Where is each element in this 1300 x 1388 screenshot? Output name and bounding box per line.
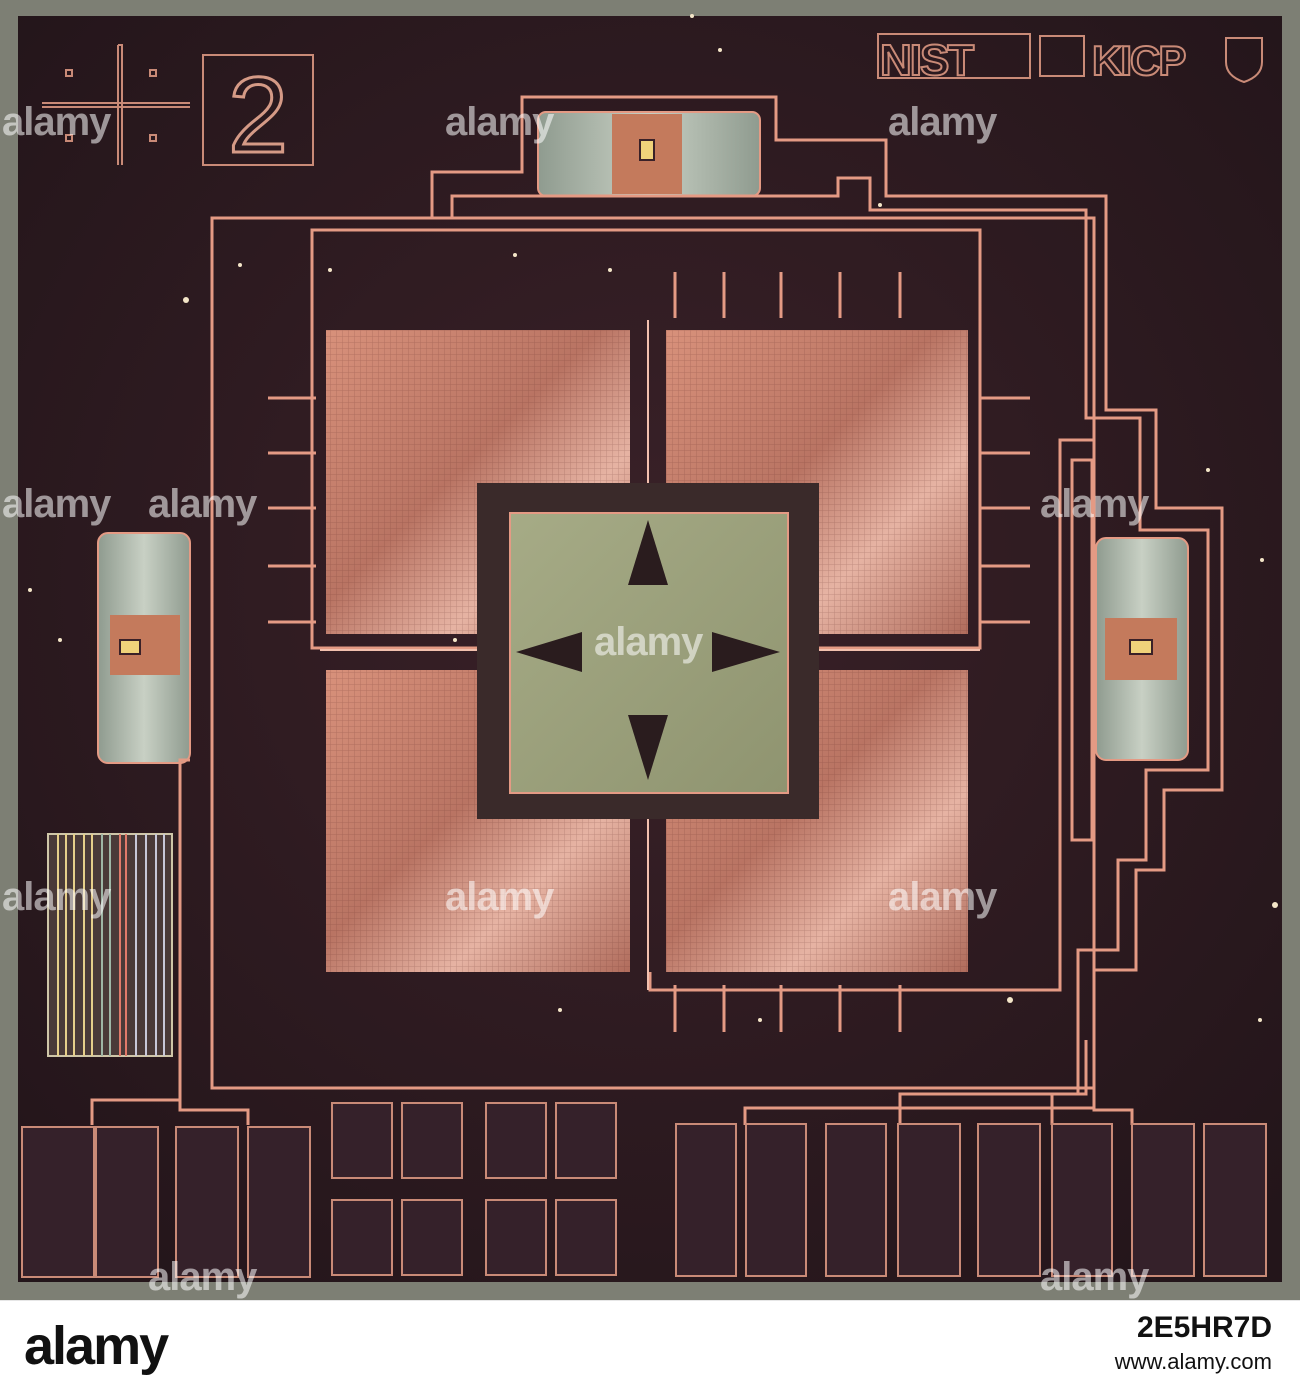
comb-fingers bbox=[268, 272, 1030, 1032]
footer-logo: alamy bbox=[24, 1316, 169, 1376]
arrow-down-icon bbox=[628, 715, 668, 780]
watermark: alamy bbox=[888, 100, 997, 144]
bond-pads bbox=[21, 1102, 1267, 1278]
shield-icon bbox=[1225, 37, 1263, 84]
arrow-up-icon bbox=[628, 520, 668, 585]
watermark: alamy bbox=[1040, 1255, 1149, 1299]
stock-footer: alamy 2E5HR7D www.alamy.com bbox=[0, 1300, 1300, 1388]
right-sensor bbox=[1095, 537, 1189, 761]
dust-specks bbox=[28, 14, 1278, 1022]
footer-url: www.alamy.com bbox=[1114, 1349, 1272, 1374]
watermark: alamy bbox=[2, 875, 111, 919]
watermark: alamy bbox=[888, 875, 997, 919]
die-number-box bbox=[202, 54, 314, 166]
center-absorber bbox=[477, 483, 819, 819]
wiring bbox=[90, 95, 1224, 1125]
left-sensor bbox=[97, 532, 191, 764]
stripe-block bbox=[47, 833, 173, 1057]
watermark: alamy bbox=[594, 620, 703, 664]
watermark: alamy bbox=[148, 482, 257, 526]
image-id: 2E5HR7D bbox=[1136, 1311, 1272, 1344]
alignment-mark bbox=[42, 44, 190, 165]
watermark: alamy bbox=[445, 100, 554, 144]
footer-id-block: 2E5HR7D www.alamy.com bbox=[1115, 1311, 1272, 1375]
watermark: alamy bbox=[148, 1255, 257, 1299]
arrow-right-icon bbox=[712, 632, 780, 672]
watermark: alamy bbox=[2, 482, 111, 526]
nist-logo-box bbox=[877, 33, 1031, 79]
watermark: alamy bbox=[1040, 482, 1149, 526]
partner-logo bbox=[1039, 35, 1085, 77]
die-number: 2 bbox=[228, 54, 288, 175]
top-sensor bbox=[537, 111, 761, 197]
arrow-left-icon bbox=[516, 632, 582, 672]
watermark: alamy bbox=[2, 100, 111, 144]
kicp-logo: KICP bbox=[1092, 37, 1185, 84]
watermark: alamy bbox=[445, 875, 554, 919]
